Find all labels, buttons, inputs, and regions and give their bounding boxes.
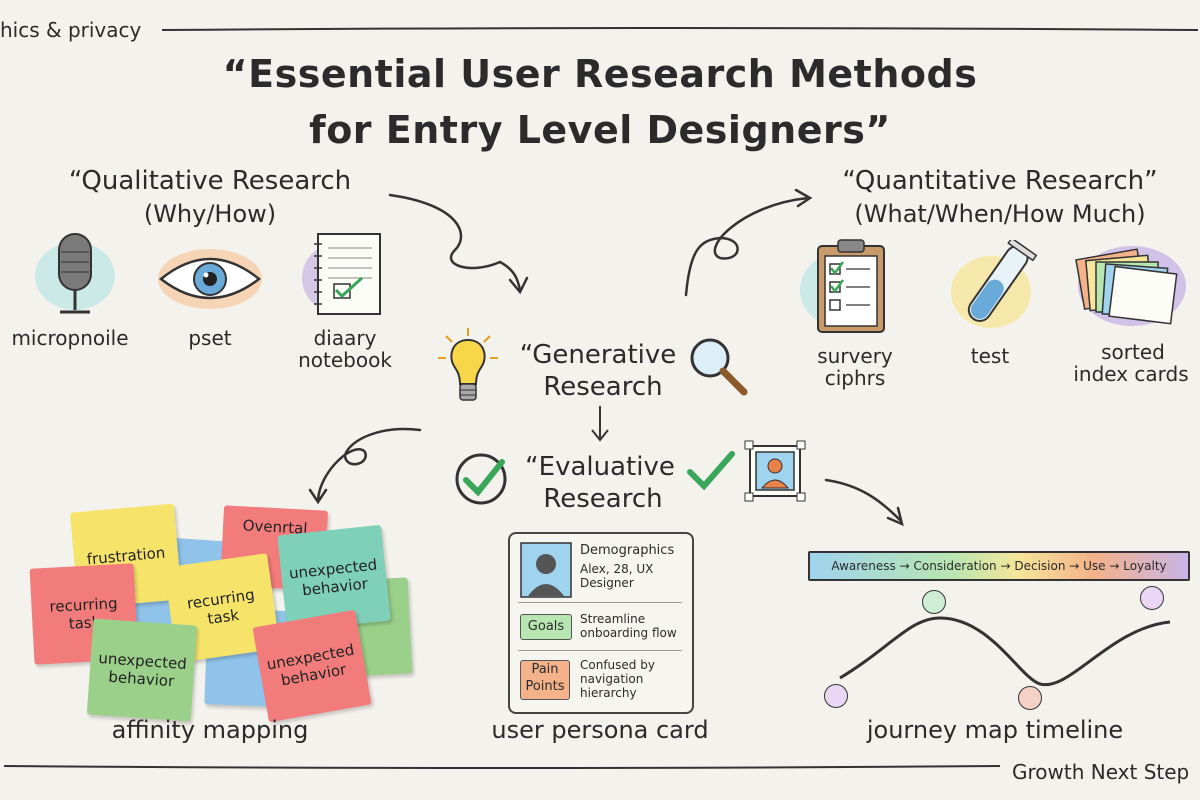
checkmark-icon	[687, 451, 735, 491]
magnifier-icon	[690, 338, 748, 396]
clipboard-icon	[800, 239, 885, 333]
check-circle-icon	[455, 453, 507, 505]
page-title-line1: “Essential User Research Methods	[222, 52, 978, 96]
test-tube-icon	[951, 240, 1038, 328]
eye-icon	[158, 249, 262, 309]
test-label: test	[970, 344, 1010, 368]
persona-card: Demographics Alex, 28, UX Designer Goals…	[508, 532, 694, 714]
qualitative-title: “Qualitative Research	[68, 166, 352, 196]
footer-next-step: Growth Next Step	[1012, 760, 1190, 784]
persona-demographics-label: Demographics	[580, 543, 675, 558]
page-title-line2: for Entry Level Designers”	[309, 108, 891, 152]
notebook-label-line1: diaary	[313, 326, 377, 350]
persona-goals-value: Streamline onboarding flow	[580, 612, 677, 640]
persona-demographics-row: Demographics Alex, 28, UX Designer	[518, 540, 682, 603]
note-text: unexpected behavior	[288, 555, 378, 600]
generative-title-line2: Research	[543, 372, 663, 402]
qualitative-subtitle: (Why/How)	[143, 200, 277, 228]
microphone-label: micropnoile	[11, 326, 129, 350]
journey-caption: journey map timeline	[866, 716, 1124, 744]
persona-pain-row: Pain Points Confused by navigation hiera…	[518, 654, 682, 706]
down-arrow	[591, 406, 609, 442]
persona-demographics-value: Alex, 28, UX Designer	[580, 562, 654, 590]
microphone-icon	[35, 233, 115, 314]
sad-face-icon	[1018, 686, 1042, 710]
persona-pain-value: Confused by navigation hierarchy	[580, 658, 655, 700]
sticky-note-unexpected-3: unexpected behavior	[252, 609, 372, 723]
affinity-caption: affinity mapping	[111, 716, 309, 744]
notebook-icon	[302, 233, 381, 315]
index-cards-label-line2: index cards	[1073, 362, 1189, 386]
quantitative-title: “Quantitative Research”	[842, 166, 1158, 196]
happy-face-icon	[922, 590, 946, 614]
index-cards-label-line1: sorted	[1101, 340, 1165, 364]
evaluative-title-line2: Research	[543, 484, 663, 514]
index-cards-icon	[1075, 246, 1186, 326]
corner-label: hics & privacy	[0, 18, 142, 42]
note-text: unexpected behavior	[265, 640, 356, 690]
journey-curve	[839, 616, 1171, 687]
avatar-icon	[520, 542, 572, 598]
evaluative-title-line1: “Evaluative	[525, 452, 675, 482]
clipboard-label-line2: ciphrs	[824, 366, 886, 390]
generative-title-line1: “Generative	[519, 340, 677, 370]
portrait-frame-icon	[744, 440, 806, 502]
lightbulb-icon	[438, 328, 498, 401]
top-rule	[161, 27, 1199, 31]
notebook-label-line2: notebook	[298, 348, 392, 372]
quantitative-subtitle: (What/When/How Much)	[854, 200, 1146, 228]
persona-goals-row: Goals Streamline onboarding flow	[518, 606, 682, 651]
neutral-face-icon	[1140, 586, 1164, 610]
persona-pain-tag: Pain Points	[520, 660, 570, 700]
sticky-note-unexpected-2: unexpected behavior	[86, 618, 198, 722]
clipboard-label-line1: survery	[817, 344, 893, 368]
eye-label: pset	[188, 326, 232, 350]
journey-stages-bar: Awareness → Consideration → Decision → U…	[808, 551, 1190, 581]
neutral-face-start-icon	[824, 684, 848, 708]
persona-caption: user persona card	[491, 716, 709, 744]
bottom-rule	[3, 765, 1001, 769]
note-text: unexpected behavior	[97, 648, 188, 691]
persona-goals-tag: Goals	[520, 614, 572, 640]
